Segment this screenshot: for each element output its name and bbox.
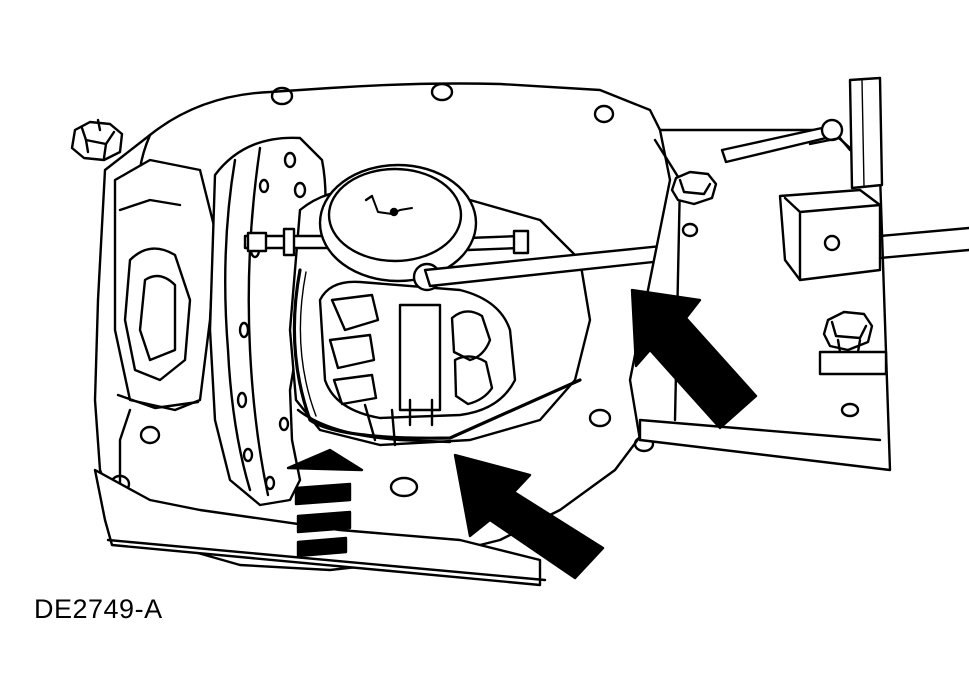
dashed-arrow-up <box>286 448 364 558</box>
magnetic-base-clamp <box>720 76 969 282</box>
left-bearing-area <box>113 158 217 412</box>
solid-arrow-right <box>630 288 758 430</box>
solid-arrow-center <box>453 453 605 580</box>
left-cap-bolt <box>70 118 124 162</box>
dial-indicator <box>243 163 530 292</box>
figure-id-label: DE2749-A <box>34 594 163 624</box>
pry-tool <box>292 268 582 440</box>
